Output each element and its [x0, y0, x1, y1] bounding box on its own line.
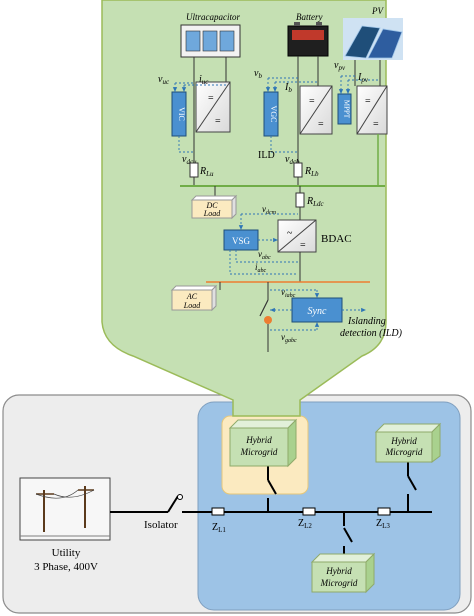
- svg-text:Hybrid: Hybrid: [325, 566, 352, 576]
- vgc-controller: VGC: [263, 91, 279, 137]
- hybrid-microgrid-1: Hybrid Microgrid: [228, 418, 298, 468]
- svg-text:Microgrid: Microgrid: [240, 447, 278, 457]
- ultracapacitor-icon: [180, 24, 241, 58]
- svg-text:Hybrid: Hybrid: [390, 436, 417, 446]
- svg-text:MPPT: MPPT: [343, 100, 351, 119]
- isolator-switch: [167, 494, 183, 513]
- branch-switch-1: [267, 479, 277, 495]
- svg-text:DC: DC: [205, 201, 218, 210]
- pv-label: PV: [371, 6, 384, 16]
- v-dcm-label: vdcm: [262, 204, 277, 216]
- islanding-label-1: Islanding: [347, 316, 386, 327]
- dc-load: DC Load: [190, 194, 238, 220]
- resistor-lb: [293, 162, 303, 178]
- branch-switch-2: [343, 527, 353, 543]
- resistor-ldc: [295, 192, 305, 208]
- sync-block: Sync: [291, 297, 343, 323]
- svg-text:=: =: [365, 96, 371, 107]
- pv-icon: [343, 18, 403, 60]
- i-pv-label: Ipv: [357, 72, 369, 84]
- svg-text:Microgrid: Microgrid: [385, 447, 423, 457]
- svg-text:=: =: [208, 93, 214, 104]
- svg-text:=: =: [309, 96, 315, 107]
- svg-text:=: =: [215, 116, 221, 127]
- branch-switch-3: [407, 475, 417, 491]
- utility-rating-label: 3 Phase, 400V: [34, 561, 98, 573]
- battery-icon: [287, 22, 329, 57]
- mppt-controller: MPPT: [337, 93, 352, 125]
- v-pv-label: vpv: [334, 60, 346, 72]
- battery-label: Battery: [296, 12, 323, 22]
- zl3-label: ZL3: [376, 518, 390, 530]
- r-lb-label: RLb: [304, 166, 319, 178]
- islanding-label-2: detection (ILD): [340, 328, 403, 339]
- svg-text:Hybrid: Hybrid: [245, 435, 272, 445]
- v-uc-label: vuc: [158, 74, 170, 86]
- svg-text:=: =: [373, 119, 379, 130]
- ild-label: ILD: [258, 150, 275, 161]
- v-gabc-label: vgabc: [281, 332, 297, 344]
- svg-text:~: ~: [287, 228, 293, 239]
- svg-text:VGC: VGC: [269, 106, 278, 123]
- r-ldc-label: RLdc: [306, 196, 325, 208]
- svg-text:Load: Load: [203, 209, 221, 218]
- svg-text:Microgrid: Microgrid: [320, 578, 358, 588]
- v-abc-label: vabc: [258, 249, 271, 261]
- svg-text:=: =: [318, 119, 324, 130]
- utility-icon: [19, 477, 111, 541]
- v-b-label: vb: [254, 68, 262, 80]
- ultracapacitor-label: Ultracapacitor: [186, 12, 240, 22]
- pv-converter: = =: [356, 85, 388, 135]
- vsg-controller: VSG: [223, 229, 259, 251]
- hybrid-microgrid-2: Hybrid Microgrid: [310, 552, 376, 594]
- ac-load: AC Load: [170, 284, 218, 312]
- uc-converter: = =: [195, 81, 231, 133]
- zoom-callout: [101, 0, 387, 417]
- grid-switch-pivot: [264, 316, 272, 324]
- v-dcb-label: vdcb: [285, 154, 300, 166]
- battery-converter: = =: [299, 85, 333, 135]
- impedance-zl1: [211, 507, 225, 516]
- i-b-label: Ib: [284, 82, 292, 94]
- r-lu-label: RLu: [199, 166, 214, 178]
- utility-label: Utility: [52, 547, 81, 559]
- impedance-zl3: [377, 507, 391, 516]
- zl2-label: ZL2: [298, 518, 312, 530]
- resistor-lu: [189, 162, 199, 178]
- svg-text:Load: Load: [183, 301, 201, 310]
- svg-text:Sync: Sync: [308, 306, 327, 317]
- isolator-label: Isolator: [144, 519, 178, 531]
- zl1-label: ZL1: [212, 522, 226, 534]
- svg-text:VSG: VSG: [232, 236, 251, 246]
- v-iabc-label: viabc: [281, 287, 296, 299]
- svg-text:AC: AC: [186, 292, 198, 301]
- v-dcu-label: vdcu: [182, 154, 197, 166]
- impedance-zl2: [302, 507, 316, 516]
- svg-text:=: =: [300, 240, 306, 251]
- i-uc-label: iuc: [199, 74, 209, 86]
- i-abc-label: iabc: [255, 262, 267, 274]
- grid-switch-blade: [259, 299, 269, 317]
- vic-controller: VIC: [171, 91, 187, 137]
- bdac-converter: ~ =: [277, 219, 317, 253]
- bdac-label: BDAC: [321, 233, 352, 245]
- hybrid-microgrid-3: Hybrid Microgrid: [374, 422, 442, 463]
- svg-text:VIC: VIC: [177, 107, 186, 121]
